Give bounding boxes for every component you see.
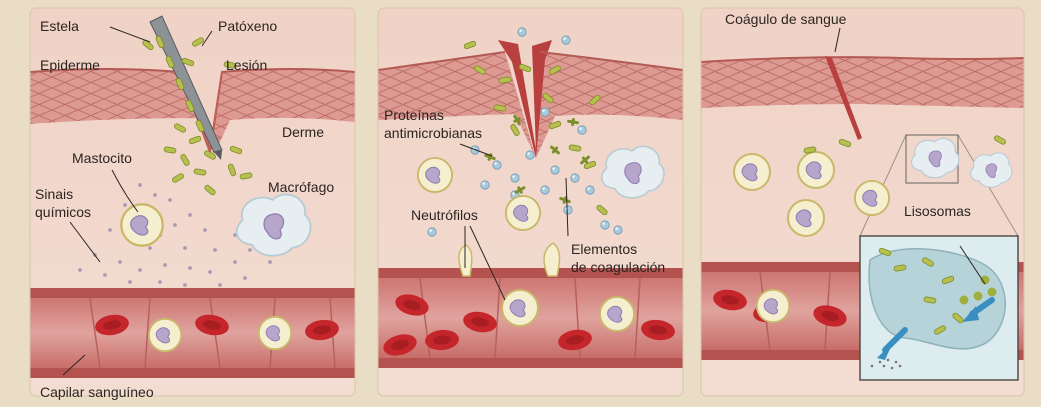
white-blood-cell	[149, 319, 181, 351]
white-blood-cell	[798, 152, 834, 188]
label-injury: Lesión	[226, 57, 267, 73]
antimicrobial-protein	[614, 226, 622, 234]
white-blood-cell	[600, 297, 634, 331]
cell-debris	[887, 359, 890, 362]
chemical-signal	[158, 280, 162, 284]
antimicrobial-protein	[526, 151, 534, 159]
cell-debris	[883, 365, 886, 368]
chemical-signal	[118, 260, 122, 264]
label-dermis: Derme	[282, 124, 324, 140]
mast-cell	[121, 204, 162, 245]
epidermis-layer	[701, 57, 1024, 108]
white-blood-cell	[418, 158, 452, 192]
label-clotting-1: Elementos	[571, 241, 637, 257]
cell-debris	[895, 361, 898, 364]
label-pathogen: Patóxeno	[218, 18, 277, 34]
antimicrobial-protein	[511, 174, 519, 182]
white-blood-cell	[757, 290, 789, 322]
white-blood-cell	[855, 181, 889, 215]
label-blood-clot: Coágulo de sangue	[725, 11, 847, 27]
chemical-signal	[173, 223, 177, 227]
chemical-signal	[188, 213, 192, 217]
antimicrobial-protein	[571, 174, 579, 182]
chemical-signal	[138, 183, 142, 187]
label-stylus: Estela	[40, 18, 79, 34]
label-proteins-2: antimicrobianas	[384, 125, 482, 141]
label-mast-cell: Mastocito	[72, 150, 132, 166]
antimicrobial-protein	[428, 228, 436, 236]
cell-debris	[871, 365, 874, 368]
label-clotting-2: de coagulación	[571, 259, 665, 275]
antimicrobial-protein	[518, 28, 526, 36]
white-blood-cell	[788, 200, 824, 236]
chemical-signal	[203, 228, 207, 232]
chemical-signal	[248, 248, 252, 252]
cell-debris	[879, 361, 882, 364]
label-capillary: Capilar sanguíneo	[40, 384, 154, 400]
antimicrobial-protein	[493, 161, 501, 169]
chemical-signal	[108, 228, 112, 232]
lysosome	[974, 292, 983, 301]
label-neutrophils: Neutrófilos	[411, 207, 478, 223]
chemical-signal	[188, 266, 192, 270]
chemical-signal	[243, 276, 247, 280]
antimicrobial-protein	[541, 186, 549, 194]
neutrophil	[502, 290, 538, 326]
antimicrobial-protein	[562, 36, 570, 44]
chemical-signal	[208, 270, 212, 274]
chemical-signal	[183, 246, 187, 250]
antimicrobial-protein	[601, 221, 609, 229]
chemical-signal	[168, 198, 172, 202]
white-blood-cell	[259, 317, 291, 349]
antimicrobial-protein	[586, 186, 594, 194]
label-signals-1: Sinais	[35, 186, 73, 202]
lysosome	[988, 288, 997, 297]
label-epidermis: Epiderme	[40, 57, 100, 73]
label-macrophage: Macrófago	[268, 179, 334, 195]
lysosome	[960, 296, 969, 305]
chemical-signal	[103, 273, 107, 277]
chemical-signal	[78, 268, 82, 272]
chemical-signal	[218, 283, 222, 287]
white-blood-cell	[734, 154, 770, 190]
chemical-signal	[233, 260, 237, 264]
chemical-signal	[123, 203, 127, 207]
chemical-signal	[128, 280, 132, 284]
cell-debris	[899, 365, 902, 368]
antimicrobial-protein	[481, 181, 489, 189]
antimicrobial-protein	[578, 126, 586, 134]
antimicrobial-protein	[551, 166, 559, 174]
antimicrobial-protein	[564, 206, 572, 214]
label-proteins-1: Proteínas	[384, 107, 444, 123]
chemical-signal	[138, 268, 142, 272]
chemical-signal	[213, 248, 217, 252]
label-signals-2: químicos	[35, 204, 91, 220]
antimicrobial-protein	[541, 108, 549, 116]
white-blood-cell	[506, 196, 540, 230]
chemical-signal	[153, 193, 157, 197]
label-lysosomes: Lisosomas	[904, 203, 971, 219]
chemical-signal	[148, 246, 152, 250]
cell-debris	[891, 367, 894, 370]
chemical-signal	[183, 283, 187, 287]
chemical-signal	[268, 260, 272, 264]
chemical-signal	[163, 263, 167, 267]
